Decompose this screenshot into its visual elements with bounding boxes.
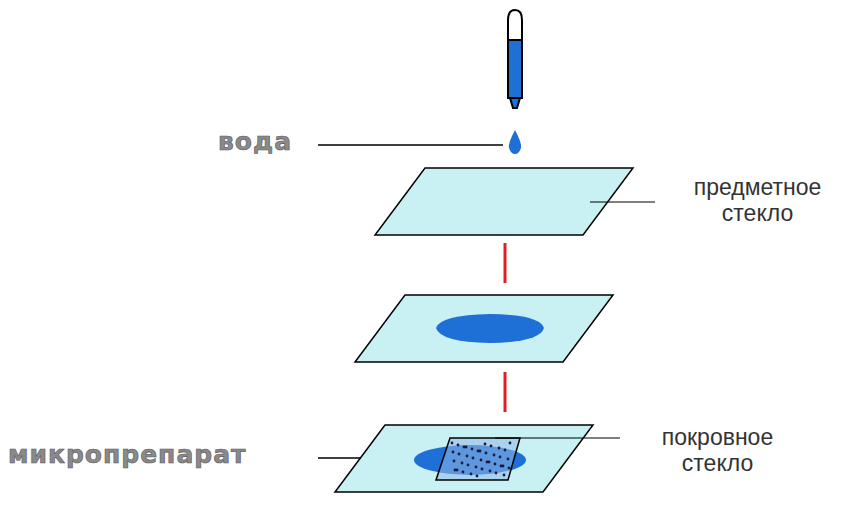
speck [508, 467, 511, 470]
specimen-label: микропрепарат [8, 441, 247, 470]
speck [499, 456, 502, 459]
speck [476, 475, 479, 478]
speck [462, 471, 465, 474]
speck [498, 447, 501, 450]
speck [467, 464, 470, 467]
speck [500, 465, 503, 468]
water-spot [436, 314, 544, 343]
water-label: вода [218, 128, 292, 157]
slide-label: предметное стекло [660, 174, 855, 227]
speck [477, 450, 480, 453]
speck [504, 449, 507, 452]
speck [475, 466, 478, 469]
speck [463, 446, 466, 449]
speck [466, 455, 469, 458]
leader-line [495, 437, 620, 438]
step-line [504, 243, 507, 283]
speck [503, 474, 506, 477]
specimen-specks [451, 442, 512, 478]
speck [489, 470, 492, 473]
glass-slide [355, 295, 613, 362]
pipette [508, 10, 522, 108]
cover-slip-label: покровное стекло [625, 424, 810, 477]
speck [472, 457, 475, 460]
speck [452, 451, 455, 454]
speck [453, 460, 456, 463]
speck [486, 461, 489, 464]
speck [461, 462, 464, 465]
speck [451, 442, 454, 445]
speck [495, 472, 498, 475]
speck [485, 452, 488, 455]
speck [471, 448, 474, 451]
cover-slip [436, 438, 520, 480]
speck [493, 454, 496, 457]
speck [480, 459, 483, 462]
step-line [504, 372, 507, 412]
speck [490, 445, 493, 448]
speck [470, 473, 473, 476]
glass-slide [335, 425, 593, 492]
leader-line [590, 201, 655, 202]
speck [484, 443, 487, 446]
speck [494, 463, 497, 466]
speck [458, 453, 461, 456]
leader-line [318, 144, 503, 146]
speck [507, 458, 510, 461]
water-drop [509, 130, 521, 154]
speck [481, 468, 484, 471]
speck [454, 469, 457, 472]
speck [509, 442, 512, 445]
speck [457, 444, 460, 447]
